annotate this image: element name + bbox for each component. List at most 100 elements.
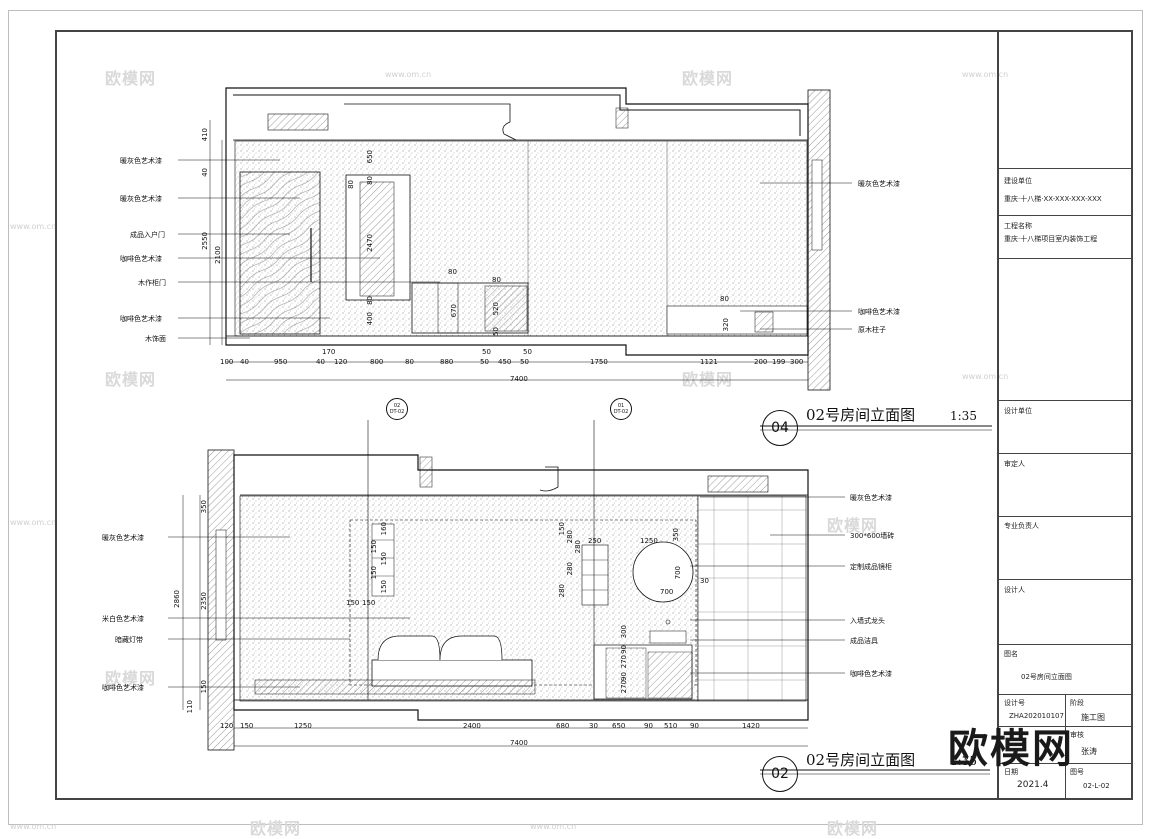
- dimension: 150: [240, 722, 254, 730]
- dimension: 40: [201, 168, 209, 177]
- dimension: 80: [366, 176, 374, 185]
- title-block-value: 重庆·十八梯项目室内装饰工程: [1004, 235, 1098, 243]
- title-block-label: 图号: [1070, 768, 1084, 776]
- elevation-scale: 1:35: [950, 754, 977, 768]
- elevation-number: 02: [762, 756, 798, 792]
- dimension: 90: [620, 645, 628, 654]
- label-material: 成品入户门: [130, 231, 165, 239]
- section-tag-top: 02: [393, 403, 401, 409]
- dimension: 1250: [640, 537, 658, 545]
- title-block-label: 工程名称: [1004, 222, 1032, 230]
- dimension: 199: [772, 358, 786, 366]
- title-block-label: 审核: [1070, 731, 1084, 739]
- dimension: 50: [520, 358, 529, 366]
- dimension: 150: [558, 522, 566, 536]
- dimension: 50: [523, 348, 532, 356]
- dimension: 160: [380, 522, 388, 536]
- dimension: 80: [492, 276, 501, 284]
- dimension: 50: [492, 327, 500, 336]
- dimension: 280: [566, 562, 574, 576]
- title-block-label: 审定人: [1004, 460, 1025, 468]
- dimension: 320: [722, 318, 730, 332]
- label-material: 咖啡色艺术漆: [850, 670, 892, 678]
- elevation-title: 02号房间立面图: [806, 751, 916, 769]
- dimension: 680: [556, 722, 570, 730]
- dimension: 1420: [742, 722, 760, 730]
- elevation-title: 02号房间立面图: [806, 406, 916, 424]
- label-material: 定制成品镜柜: [850, 563, 892, 571]
- title-block-label: 建设单位: [1004, 177, 1032, 185]
- section-tag-bottom: DT-02: [389, 409, 405, 415]
- title-block: 建设单位 重庆·十八梯·XX-XXX-XXX-XXX 工程名称 重庆·十八梯项目…: [997, 30, 1133, 800]
- watermark-url: www.om.cn: [962, 70, 1009, 79]
- title-block-label: 设计号: [1004, 699, 1025, 707]
- label-material: 木饰面: [145, 335, 166, 343]
- title-block-label: 设计人: [1004, 586, 1025, 594]
- dimension: 200: [754, 358, 768, 366]
- dimension: 2100: [214, 246, 222, 264]
- dimension: 2860: [173, 590, 181, 608]
- drawing-number: 02-L-02: [1083, 782, 1110, 790]
- dimension: 510: [664, 722, 678, 730]
- watermark-brand: 欧模网: [105, 370, 157, 389]
- title-block-label: 日期: [1004, 768, 1018, 776]
- watermark-brand: 欧模网: [682, 69, 734, 88]
- drawing-sheet: [8, 10, 1143, 825]
- watermark-url: www.om.cn: [10, 822, 57, 831]
- label-material: 暖灰色艺术漆: [120, 195, 162, 203]
- dimension: 520: [492, 302, 500, 316]
- dimension: 250: [588, 537, 602, 545]
- dimension: 150: [370, 540, 378, 554]
- dimension: 280: [574, 540, 582, 554]
- dimension: 40: [240, 358, 249, 366]
- watermark-brand: 欧模网: [682, 370, 734, 389]
- section-tag: 01 DT-02: [610, 398, 632, 420]
- label-material: 原木柱子: [858, 326, 886, 334]
- dimension: 280: [558, 584, 566, 598]
- watermark-brand: 欧模网: [827, 516, 879, 535]
- dimension: 1121: [700, 358, 718, 366]
- dimension: 2550: [201, 232, 209, 250]
- section-tag-bottom: DT-02: [613, 409, 629, 415]
- dimension: 150: [380, 580, 388, 594]
- elevation-number: 04: [762, 410, 798, 446]
- dimension: 150: [380, 552, 388, 566]
- dimension: 80: [405, 358, 414, 366]
- dimension-total: 7400: [510, 739, 528, 747]
- dimension: 90: [690, 722, 699, 730]
- dimension: 100: [220, 358, 234, 366]
- dimension: 120: [220, 722, 234, 730]
- label-material: 咖啡色艺术漆: [858, 308, 900, 316]
- dimension: 400: [366, 312, 374, 326]
- dimension: 880: [440, 358, 454, 366]
- dimension: 30: [589, 722, 598, 730]
- date-value: 2021.4: [1017, 780, 1049, 790]
- watermark-brand: 欧模网: [105, 69, 157, 88]
- watermark-brand: 欧模网: [827, 819, 879, 838]
- dimension: 670: [450, 304, 458, 318]
- dimension: 170: [322, 348, 336, 356]
- stage-value: 施工图: [1081, 713, 1105, 722]
- label-material: 暖灰色艺术漆: [850, 494, 892, 502]
- dimension: 280: [566, 530, 574, 544]
- elevation-scale: 1:35: [950, 409, 977, 423]
- label-material: 300*600墙砖: [850, 532, 895, 540]
- dimension: 50: [480, 358, 489, 366]
- watermark-logo: 欧模网: [948, 726, 1074, 772]
- dimension: 30: [700, 577, 709, 585]
- label-material: 入墙式龙头: [850, 617, 885, 625]
- dimension: 50: [482, 348, 491, 356]
- dimension: 150: [362, 599, 376, 607]
- dimension: 300: [620, 625, 628, 639]
- title-block-label: 设计单位: [1004, 407, 1032, 415]
- dimension: 80: [347, 180, 355, 189]
- dimension: 300: [790, 358, 804, 366]
- dimension: 150: [200, 680, 208, 694]
- dimension: 350: [200, 500, 208, 514]
- title-block-label: 阶段: [1070, 699, 1084, 707]
- dimension: 2350: [200, 592, 208, 610]
- dimension: 120: [334, 358, 348, 366]
- dimension: 90: [644, 722, 653, 730]
- label-material: 木作柜门: [138, 279, 166, 287]
